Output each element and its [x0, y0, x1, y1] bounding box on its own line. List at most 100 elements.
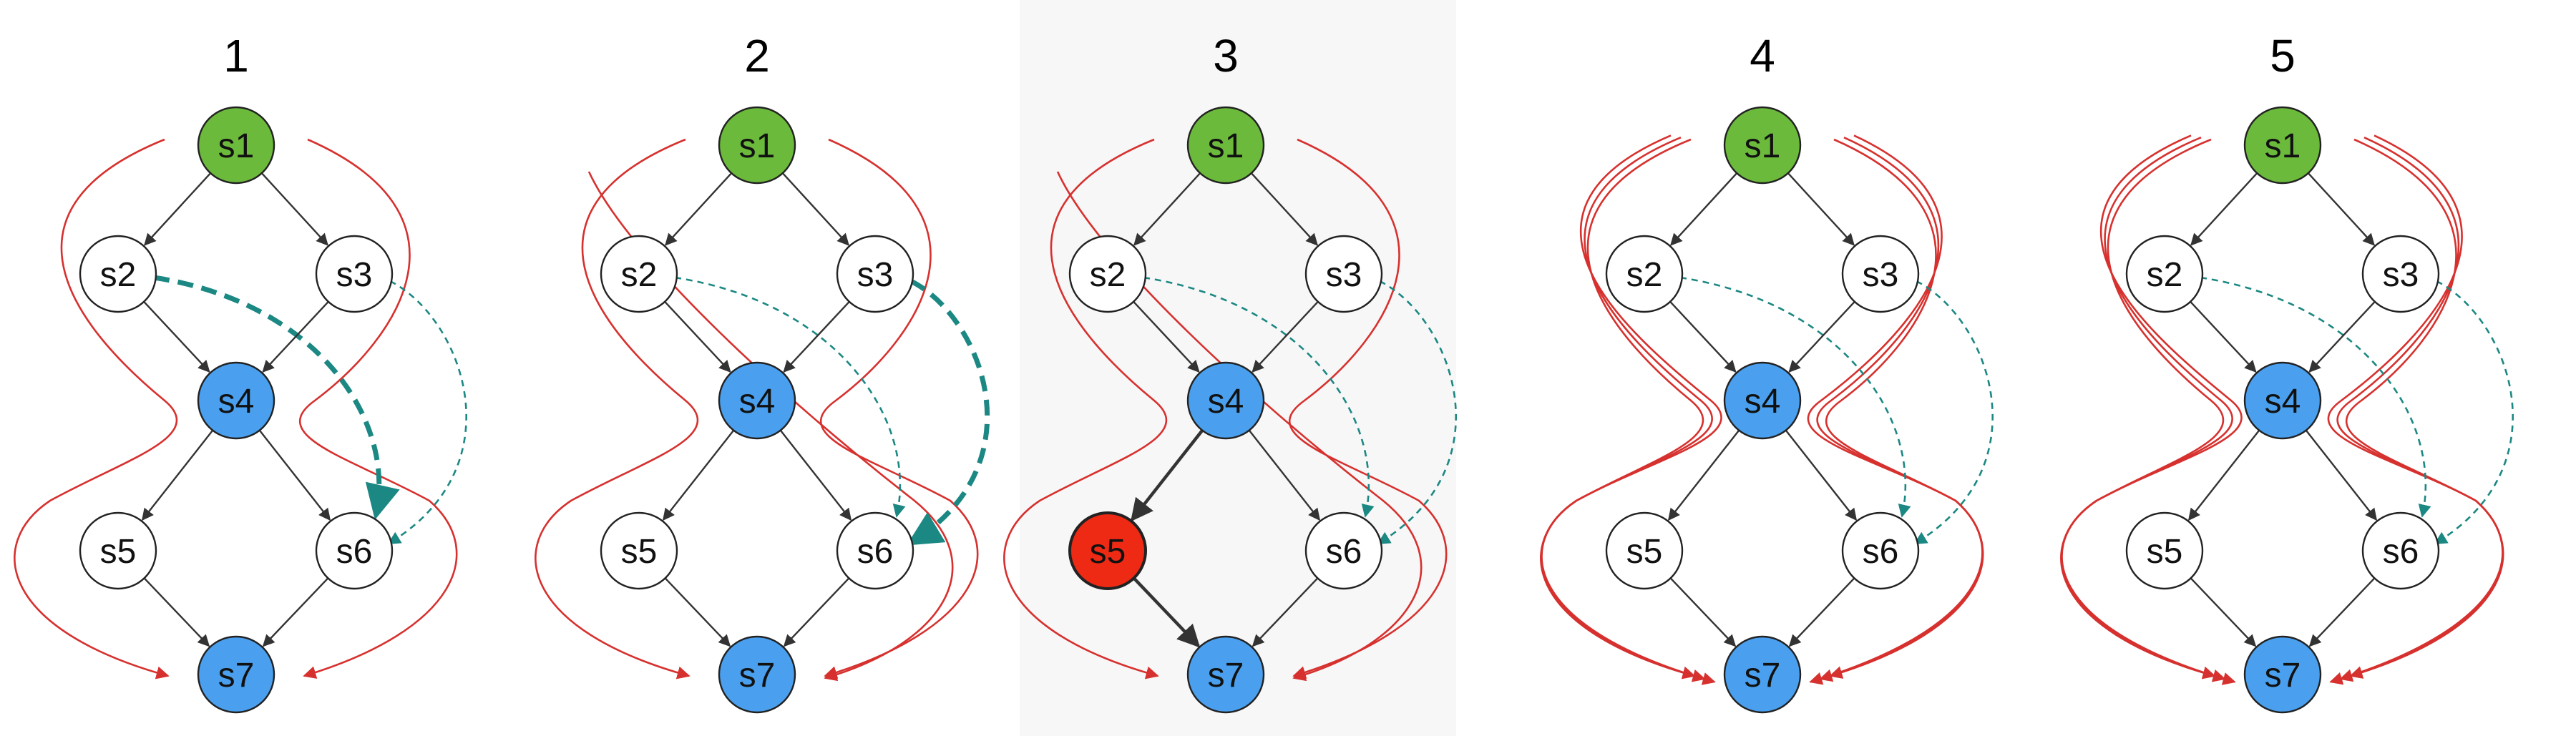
edge-s1-s3: [781, 172, 849, 246]
flow-curve-right: [2345, 138, 2504, 679]
edge-s6-s7: [783, 577, 850, 647]
edge-s5-s7: [1132, 576, 1201, 648]
node-label: s2: [1090, 256, 1126, 294]
node-label: s2: [621, 256, 658, 294]
edge-s5-s7: [143, 577, 210, 647]
node-s4: s4: [2243, 361, 2322, 440]
panel-title: 5: [2270, 30, 2296, 82]
node-label: s6: [1863, 533, 1899, 571]
flow-curve-left: [1541, 134, 1722, 685]
node-label: s6: [336, 533, 373, 571]
node-s7: s7: [1723, 635, 1802, 714]
edge-s3-s4: [1788, 300, 1855, 373]
edge-s1-s3: [1250, 172, 1318, 246]
edge-s4-s5: [1667, 429, 1740, 521]
flow-curve-right: [1288, 138, 1448, 679]
edge-s4-s6: [779, 429, 852, 521]
node-s7: s7: [1186, 635, 1265, 714]
dashed-link-s3-s6: [906, 278, 990, 546]
node-circle: [1186, 106, 1265, 185]
node-circle: [718, 361, 796, 440]
flow-curve-right: [819, 138, 979, 679]
dashed-link-s2-s6: [153, 275, 400, 520]
edge-s2-s4: [2190, 300, 2257, 373]
flow-curve-right: [1825, 138, 1984, 679]
flow-curve-left: [1003, 138, 1167, 679]
node-s2: s2: [2125, 235, 2204, 313]
node-label: s4: [218, 383, 255, 421]
node-label: s1: [1208, 127, 1244, 165]
node-s1: s1: [1723, 106, 1802, 185]
node-circle: [1841, 235, 1920, 313]
edge-s3-s4: [2308, 300, 2376, 373]
edge-s1-s3: [1787, 172, 1855, 246]
node-s1: s1: [1186, 106, 1265, 185]
node-label: s6: [857, 533, 894, 571]
node-s5: s5: [600, 511, 678, 590]
edge-s2-s4: [1133, 300, 1200, 373]
edge-s5-s7: [2190, 577, 2257, 647]
node-label: s5: [2147, 533, 2183, 571]
node-label: s5: [100, 533, 137, 571]
edge-s1-s2: [665, 172, 733, 246]
node-s2: s2: [1068, 235, 1147, 313]
node-circle: [2243, 361, 2322, 440]
node-label: s1: [739, 127, 776, 165]
dashed-link-s3-s6: [1913, 280, 1994, 545]
flow-curve-right: [1816, 137, 1984, 682]
node-s6: s6: [315, 511, 394, 590]
flow-curve-left: [14, 138, 177, 679]
node-s3: s3: [315, 235, 394, 313]
edge-s6-s7: [2308, 577, 2376, 647]
edge-s3-s4: [783, 300, 850, 373]
node-label: s7: [1745, 657, 1781, 695]
node-label: s5: [1090, 533, 1126, 571]
panel-title: 2: [744, 30, 770, 82]
node-label: s2: [1626, 256, 1663, 294]
edge-s1-s2: [1670, 172, 1738, 246]
node-circle: [197, 361, 275, 440]
dashed-link-s2-s6: [2200, 276, 2431, 518]
dashed-link-s2-s6: [1143, 276, 1375, 518]
flow-curve-left: [2060, 138, 2224, 679]
node-circle: [600, 235, 678, 313]
node-label: s7: [739, 657, 776, 695]
node-s4: s4: [1723, 361, 1802, 440]
panel-title: 3: [1213, 30, 1239, 82]
node-s3: s3: [836, 235, 914, 313]
node-circle: [197, 635, 275, 714]
flow-curve-left: [1540, 138, 1704, 679]
node-label: s3: [2383, 256, 2419, 294]
node-s5: s5: [1068, 511, 1147, 590]
node-circle: [1723, 106, 1802, 185]
edge-s1-s2: [2190, 172, 2258, 246]
flow-curve-left: [535, 138, 698, 679]
edge-s6-s7: [1252, 577, 1319, 647]
node-circle: [2125, 235, 2204, 313]
node-s5: s5: [79, 511, 157, 590]
node-s3: s3: [1304, 235, 1383, 313]
node-s7: s7: [718, 635, 796, 714]
node-s5: s5: [1605, 511, 1684, 590]
edge-s2-s4: [664, 300, 731, 373]
node-s1: s1: [2243, 106, 2322, 185]
node-circle: [1605, 235, 1684, 313]
node-label: s3: [1326, 256, 1362, 294]
edge-s3-s4: [262, 300, 329, 373]
node-circle: [600, 511, 678, 590]
dashed-link-s3-s6: [2434, 280, 2514, 545]
edge-s5-s7: [664, 577, 731, 647]
edge-s6-s7: [1788, 577, 1855, 647]
node-circle: [718, 106, 796, 185]
node-s3: s3: [2361, 235, 2440, 313]
node-s2: s2: [79, 235, 157, 313]
node-label: s6: [1326, 533, 1362, 571]
flow-curve-left: [2060, 136, 2233, 682]
node-circle: [1068, 235, 1147, 313]
edge-s1-s3: [2307, 172, 2375, 246]
flow-curve-right: [298, 138, 458, 679]
node-circle: [2361, 511, 2440, 590]
